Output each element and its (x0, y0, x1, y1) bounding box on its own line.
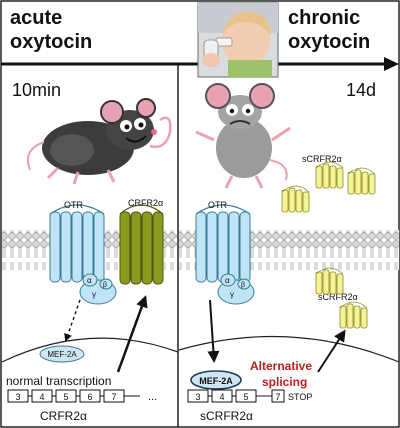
g-gamma-left: γ (92, 290, 96, 299)
exon-right-5: 5 (243, 392, 248, 402)
gene-label-right: sCRFR2α (200, 409, 253, 423)
gene-label-left: CRFR2α (40, 409, 87, 423)
exon-left-5: 5 (63, 392, 68, 402)
child-nasal-spray-photo (197, 2, 279, 78)
soluble-receptor-cluster-2 (347, 167, 376, 195)
signal-dashed-arrow-left (64, 299, 81, 342)
otr-label-left: OTR (64, 200, 83, 210)
alternative-splicing-line1: Alternative (250, 359, 312, 373)
nucleus-envelope-left (1, 337, 179, 363)
g-gamma-right: γ (230, 290, 234, 299)
g-alpha-left: α (87, 276, 92, 285)
anxious-mouse-illustration (195, 83, 291, 189)
g-protein-right (217, 273, 255, 305)
soluble-receptor-cluster-5 (339, 301, 368, 329)
splicing-product-arrow (317, 329, 346, 373)
chronic-title-line1: chronic (288, 7, 360, 29)
acute-time-label: 10min (12, 80, 61, 100)
g-alpha-right: α (225, 276, 230, 285)
otr-receptor-right (195, 204, 251, 283)
acute-title-line2: oxytocin (10, 31, 92, 53)
soluble-receptor-cluster-1 (315, 161, 344, 189)
chronic-title-line2: oxytocin (288, 31, 370, 53)
mef2a-label-right: MEF-2A (199, 376, 233, 386)
time-axis-arrowhead (384, 57, 399, 71)
exon-right-4: 4 (219, 392, 224, 402)
mef2a-factor-left (39, 345, 85, 363)
mef2a-label-left: MEF-2A (47, 350, 77, 359)
exon-left-3: 3 (15, 392, 20, 402)
mef2a-factor-right (190, 370, 242, 390)
gene-continuation-ellipsis: ... (148, 391, 157, 403)
crfr2-label-left: CRFR2α (128, 198, 163, 208)
alternative-splicing-line2: splicing (262, 375, 307, 389)
acute-title-line1: acute (10, 7, 62, 29)
calm-mouse-illustration (26, 98, 172, 185)
exon-left-7: 7 (111, 392, 116, 402)
soluble-receptor-cluster-4 (315, 267, 344, 295)
exon-left-4: 4 (39, 392, 44, 402)
g-protein-left (79, 273, 117, 305)
expression-arrow-left (116, 295, 148, 373)
otr-receptor-left (49, 204, 105, 283)
soluble-receptor-cluster-3 (281, 185, 310, 213)
exon-left-6: 6 (87, 392, 92, 402)
signal-arrow-right (207, 299, 220, 363)
crfr2-receptor-left (119, 204, 164, 285)
scrfr2-label-top: sCRFR2α (302, 154, 342, 164)
exon-right-3: 3 (195, 392, 200, 402)
chronic-time-label: 14d (346, 80, 376, 100)
gene-exons-left (7, 389, 140, 403)
stop-codon-label: STOP (288, 392, 312, 402)
g-beta-right: β (241, 282, 245, 289)
scrfr2-label-middle: sCRFR2α (318, 292, 358, 302)
gene-exons-right (187, 389, 285, 403)
otr-label-right: OTR (208, 200, 227, 210)
normal-transcription-label: normal transcription (6, 374, 111, 388)
nucleus-envelope-right (178, 335, 400, 363)
exon-right-7: 7 (275, 392, 280, 402)
g-beta-left: β (103, 282, 107, 289)
